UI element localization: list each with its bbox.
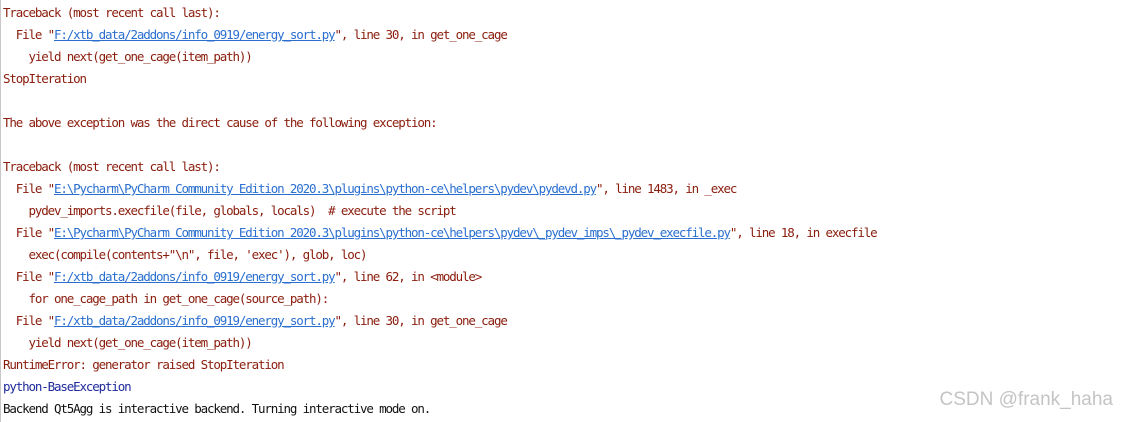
console-line: yield next(get_one_cage(item_path)) <box>3 46 876 68</box>
traceback-file-line: File "F:/xtb_data/2addons/info_0919/ener… <box>3 310 876 332</box>
watermark: CSDN @frank_haha <box>939 389 1113 410</box>
console-line: exec(compile(contents+"\n", file, 'exec'… <box>3 244 876 266</box>
console-line <box>3 134 876 156</box>
line-prefix: File " <box>3 181 55 196</box>
traceback-file-line: File "F:/xtb_data/2addons/info_0919/ener… <box>3 24 876 46</box>
console-line: Traceback (most recent call last): <box>3 2 876 24</box>
line-suffix: ", line 30, in get_one_cage <box>334 313 508 328</box>
console-line: Backend Qt5Agg is interactive backend. T… <box>3 398 876 420</box>
line-prefix: File " <box>3 313 55 328</box>
line-suffix: ", line 62, in <module> <box>334 269 483 284</box>
line-text: Traceback (most recent call last): <box>3 5 221 20</box>
file-path-link[interactable]: F:/xtb_data/2addons/info_0919/energy_sor… <box>54 269 336 284</box>
line-text: exec(compile(contents+"\n", file, 'exec'… <box>3 247 368 262</box>
traceback-file-line: File "F:/xtb_data/2addons/info_0919/ener… <box>3 266 876 288</box>
console-output: Traceback (most recent call last): File … <box>3 2 878 420</box>
file-path-link[interactable]: F:/xtb_data/2addons/info_0919/energy_sor… <box>54 27 336 42</box>
line-text: python-BaseException <box>3 379 132 394</box>
console-line: python-BaseException <box>3 376 876 398</box>
console-line: pydev_imports.execfile(file, globals, lo… <box>3 200 876 222</box>
line-text: for one_cage_path in get_one_cage(source… <box>3 291 330 306</box>
line-text: pydev_imports.execfile(file, globals, lo… <box>3 203 457 218</box>
console-line: RuntimeError: generator raised StopItera… <box>3 354 876 376</box>
console-line: yield next(get_one_cage(item_path)) <box>3 332 876 354</box>
line-text: Traceback (most recent call last): <box>3 159 221 174</box>
traceback-file-line: File "E:\Pycharm\PyCharm Community Editi… <box>3 222 878 244</box>
line-prefix: File " <box>3 269 55 284</box>
line-text: RuntimeError: generator raised StopItera… <box>3 357 285 372</box>
line-suffix: ", line 18, in execfile <box>729 225 878 240</box>
line-text: yield next(get_one_cage(item_path)) <box>3 49 253 64</box>
file-path-link[interactable]: F:/xtb_data/2addons/info_0919/energy_sor… <box>54 313 336 328</box>
console-line: The above exception was the direct cause… <box>3 112 876 134</box>
file-path-link[interactable]: E:\Pycharm\PyCharm Community Edition 202… <box>54 181 597 196</box>
line-text: Backend Qt5Agg is interactive backend. T… <box>3 401 431 416</box>
console-line <box>3 90 876 112</box>
line-text: StopIteration <box>3 71 87 86</box>
line-text: The above exception was the direct cause… <box>3 115 438 130</box>
file-path-link[interactable]: E:\Pycharm\PyCharm Community Edition 202… <box>54 225 731 240</box>
traceback-file-line: File "E:\Pycharm\PyCharm Community Editi… <box>3 178 876 200</box>
console-line: for one_cage_path in get_one_cage(source… <box>3 288 876 310</box>
console-line: Traceback (most recent call last): <box>3 156 876 178</box>
line-prefix: File " <box>3 27 55 42</box>
line-text: yield next(get_one_cage(item_path)) <box>3 335 253 350</box>
console-line: StopIteration <box>3 68 876 90</box>
line-suffix: ", line 1483, in _exec <box>595 181 737 196</box>
line-prefix: File " <box>3 225 55 240</box>
line-suffix: ", line 30, in get_one_cage <box>334 27 508 42</box>
